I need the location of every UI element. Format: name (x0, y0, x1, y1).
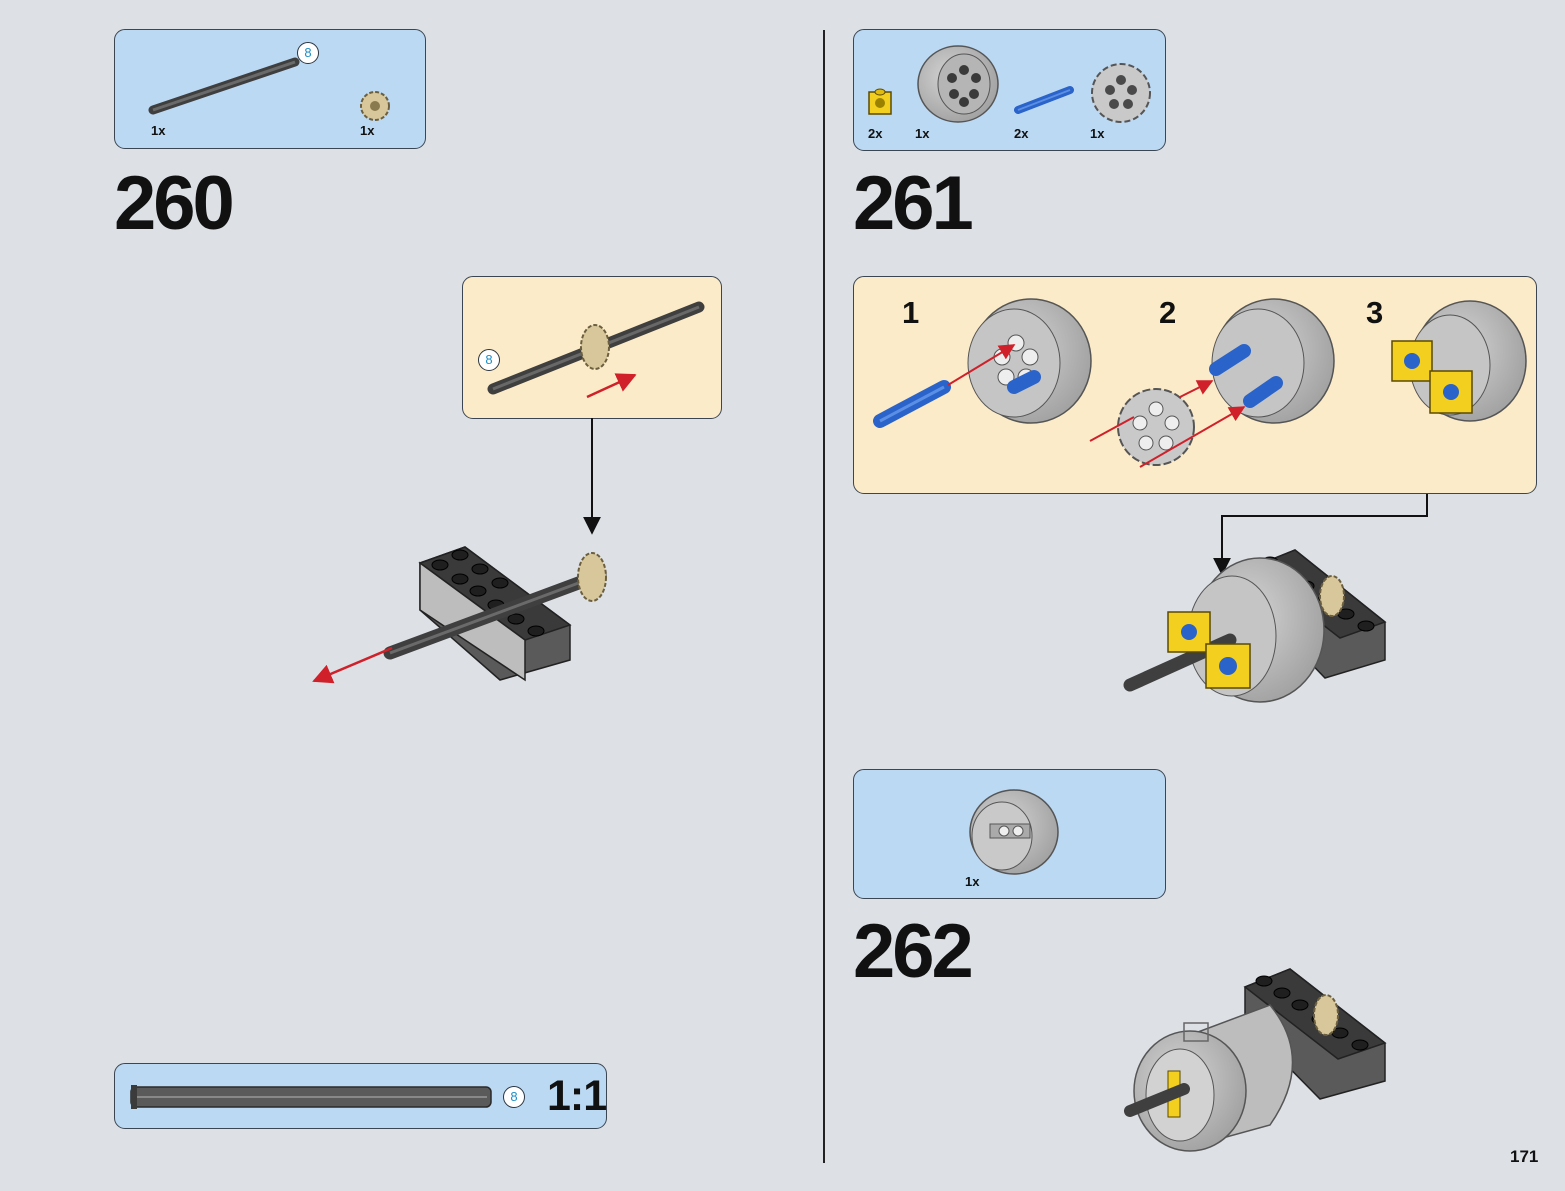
step-262-main-model (1124, 968, 1387, 1152)
yellow-brick-icon (868, 88, 892, 115)
step-260-subassembly-box: 8 (462, 276, 722, 419)
wheel-hub-qty: 1x (915, 126, 930, 141)
axle-icon (148, 57, 300, 115)
substep-3-illustration (1391, 300, 1527, 422)
blue-axle-pin-icon (1014, 86, 1074, 114)
scale-reference-box: 8 1:1 (114, 1063, 607, 1129)
subassembly-axle-length-badge: 8 (478, 349, 500, 371)
step-number-260: 260 (114, 161, 235, 246)
wheel-hub-icon (917, 45, 999, 123)
tire-hub-icon (969, 789, 1059, 875)
yellow-brick-qty: 2x (868, 126, 883, 141)
substep-2-number: 2 (1159, 295, 1177, 330)
substep-3-number: 3 (1366, 295, 1384, 330)
step-261-main-model (1123, 549, 1387, 703)
step-261-parts-box: 2x 1x 2x 1x (853, 29, 1166, 151)
step-260-main-model (312, 546, 607, 684)
scale-length-badge: 8 (503, 1086, 525, 1108)
substep-1-illustration (873, 298, 1092, 428)
step-number-261: 261 (853, 161, 974, 246)
page-number: 171 (1510, 1147, 1539, 1166)
step-261-callout-arrow (1213, 494, 1428, 576)
gear-qty: 1x (360, 123, 375, 138)
scale-label: 1:1 (547, 1072, 607, 1120)
substep-1-number: 1 (902, 295, 920, 330)
step-260-callout-arrow (583, 418, 601, 535)
axle-with-gear-illustration (487, 301, 705, 399)
wedge-belt-wheel-icon (1091, 63, 1151, 123)
blue-axle-pin-qty: 2x (1014, 126, 1029, 141)
tire-hub-qty: 1x (965, 874, 980, 889)
gear-icon (360, 91, 390, 121)
axle-qty: 1x (151, 123, 166, 138)
wedge-belt-wheel-qty: 1x (1090, 126, 1105, 141)
page-divider (823, 30, 825, 1163)
axle-actual-size (130, 1085, 492, 1109)
step-261-subassembly-box: 1 2 3 (853, 276, 1537, 494)
axle-length-badge: 8 (297, 42, 319, 64)
step-number-262: 262 (853, 909, 974, 994)
substep-2-illustration (1089, 298, 1335, 468)
step-260-parts-box: 8 1x 1x (114, 29, 426, 149)
step-262-parts-box: 1x (853, 769, 1166, 899)
